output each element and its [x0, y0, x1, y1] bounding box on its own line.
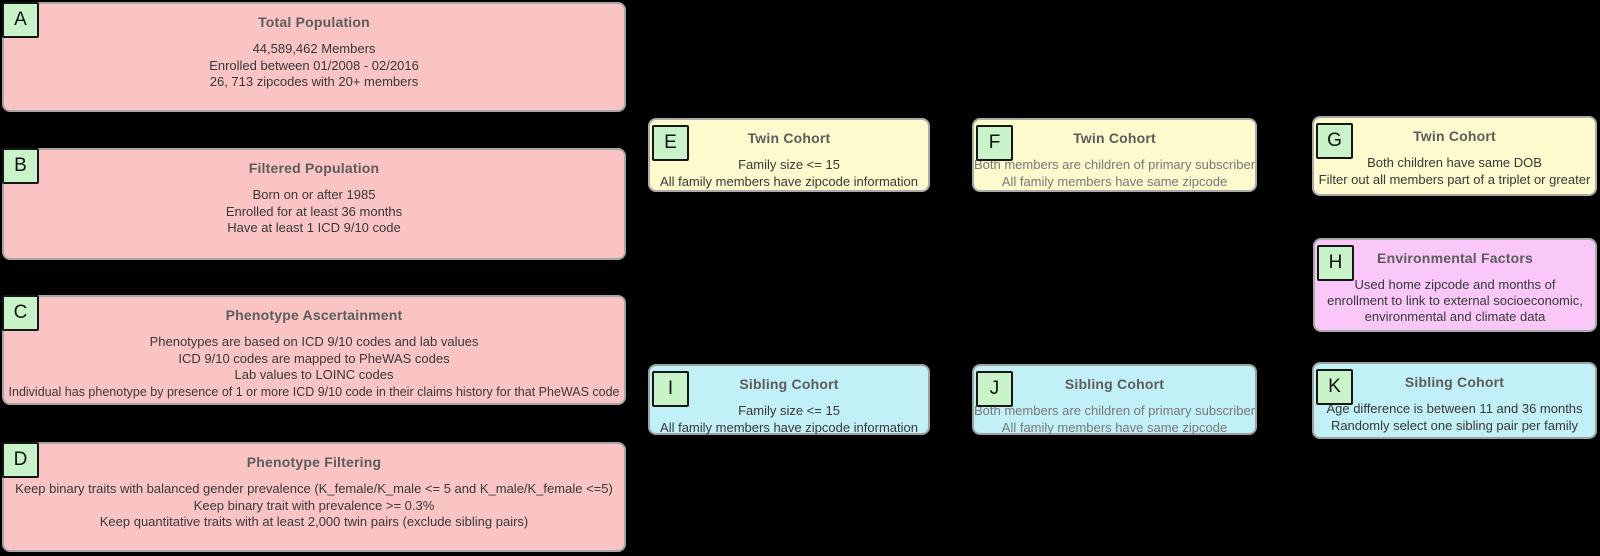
node-title: Total Population: [258, 14, 370, 30]
node-letter-badge: E: [652, 125, 689, 161]
body-line: All family members have same zipcode: [1001, 173, 1228, 189]
body-line: Have at least 1 ICD 9/10 code: [227, 220, 401, 235]
node-body: Used home zipcode and months of enrollme…: [1315, 277, 1595, 325]
body-line: Enrolled between 01/2008 - 02/2016: [209, 57, 419, 73]
body-line: Used home zipcode and months of enrollme…: [1327, 277, 1583, 324]
node-body: Phenotypes are based on ICD 9/10 codes a…: [4, 334, 624, 400]
body-line: Lab values to LOINC codes: [234, 367, 394, 382]
node-body: Born on or after 1985 Enrolled for at le…: [4, 187, 624, 237]
node-title: Twin Cohort: [1073, 130, 1156, 146]
node-c-phenotype-ascertainment: C Phenotype Ascertainment Phenotypes are…: [2, 295, 626, 405]
body-line: 26, 713 zipcodes with 20+ members: [209, 74, 419, 89]
node-a-total-population: A Total Population 44,589,462 Members En…: [2, 2, 626, 112]
body-line: 44,589,462 Members: [252, 41, 376, 56]
node-b-filtered-population: B Filtered Population Born on or after 1…: [2, 148, 626, 260]
node-j-sibling-cohort: J Sibling Cohort Both members are childr…: [972, 364, 1257, 435]
body-line: Both children have same DOB: [1367, 155, 1542, 170]
node-letter-badge: D: [2, 442, 39, 478]
node-body: Age difference is between 11 and 36 mont…: [1314, 401, 1595, 434]
node-body: Family size <= 15 All family members hav…: [650, 157, 928, 190]
node-g-twin-cohort: G Twin Cohort Both children have same DO…: [1312, 116, 1597, 196]
node-f-twin-cohort: F Twin Cohort Both members are children …: [972, 118, 1257, 192]
node-title: Environmental Factors: [1377, 250, 1533, 266]
node-body: 44,589,462 Members Enrolled between 01/2…: [4, 41, 624, 91]
node-body: Both members are children of primary sub…: [974, 403, 1255, 436]
body-line: Born on or after 1985: [252, 187, 376, 202]
node-letter-badge: K: [1316, 369, 1353, 405]
node-title: Sibling Cohort: [739, 376, 839, 392]
body-line: Family size <= 15: [738, 403, 840, 418]
node-k-sibling-cohort: K Sibling Cohort Age difference is betwe…: [1312, 362, 1597, 439]
node-letter-badge: C: [2, 295, 39, 331]
node-title: Phenotype Filtering: [246, 454, 382, 470]
body-line: Keep quantitative traits with at least 2…: [99, 514, 529, 529]
node-title: Phenotype Ascertainment: [225, 307, 403, 323]
node-letter-badge: H: [1317, 245, 1354, 281]
body-line: Both members are children of primary sub…: [974, 157, 1255, 172]
node-title: Sibling Cohort: [1064, 376, 1165, 392]
node-d-phenotype-filtering: D Phenotype Filtering Keep binary traits…: [2, 442, 626, 552]
body-line: Keep binary traits with balanced gender …: [15, 481, 613, 496]
body-line: Keep binary trait with prevalence >= 0.3…: [193, 497, 435, 513]
body-line: Both members are children of primary sub…: [974, 403, 1255, 418]
node-title: Filtered Population: [248, 160, 380, 176]
body-line: Phenotypes are based on ICD 9/10 codes a…: [149, 334, 479, 349]
node-body: Both members are children of primary sub…: [974, 157, 1255, 190]
node-e-twin-cohort: E Twin Cohort Family size <= 15 All fami…: [648, 118, 930, 192]
node-i-sibling-cohort: I Sibling Cohort Family size <= 15 All f…: [648, 364, 930, 435]
body-line: Enrolled for at least 36 months: [225, 203, 403, 219]
body-line: ICD 9/10 codes are mapped to PheWAS code…: [178, 350, 450, 366]
node-letter-badge: G: [1316, 123, 1353, 159]
node-letter-badge: J: [976, 371, 1013, 407]
node-letter-badge: I: [652, 371, 689, 407]
node-title: Twin Cohort: [1413, 128, 1496, 144]
node-letter-badge: A: [2, 2, 39, 38]
node-body: Keep binary traits with balanced gender …: [4, 481, 624, 531]
node-body: Family size <= 15 All family members hav…: [650, 403, 928, 436]
body-line: All family members have zipcode informat…: [660, 173, 918, 189]
node-letter-badge: B: [2, 148, 39, 184]
body-line: All family members have same zipcode: [1001, 419, 1228, 435]
node-title: Sibling Cohort: [1404, 374, 1505, 390]
body-line: Randomly select one sibling pair per fam…: [1330, 417, 1579, 433]
node-letter-badge: F: [976, 125, 1013, 161]
node-h-environmental-factors: H Environmental Factors Used home zipcod…: [1313, 238, 1597, 332]
node-title: Twin Cohort: [747, 130, 831, 146]
body-line: Individual has phenotype by presence of …: [8, 384, 620, 399]
node-body: Both children have same DOB Filter out a…: [1314, 155, 1595, 188]
body-line: Family size <= 15: [738, 157, 840, 172]
body-line: All family members have zipcode informat…: [660, 419, 918, 435]
body-line: Filter out all members part of a triplet…: [1318, 171, 1591, 187]
body-line: Age difference is between 11 and 36 mont…: [1326, 401, 1583, 416]
